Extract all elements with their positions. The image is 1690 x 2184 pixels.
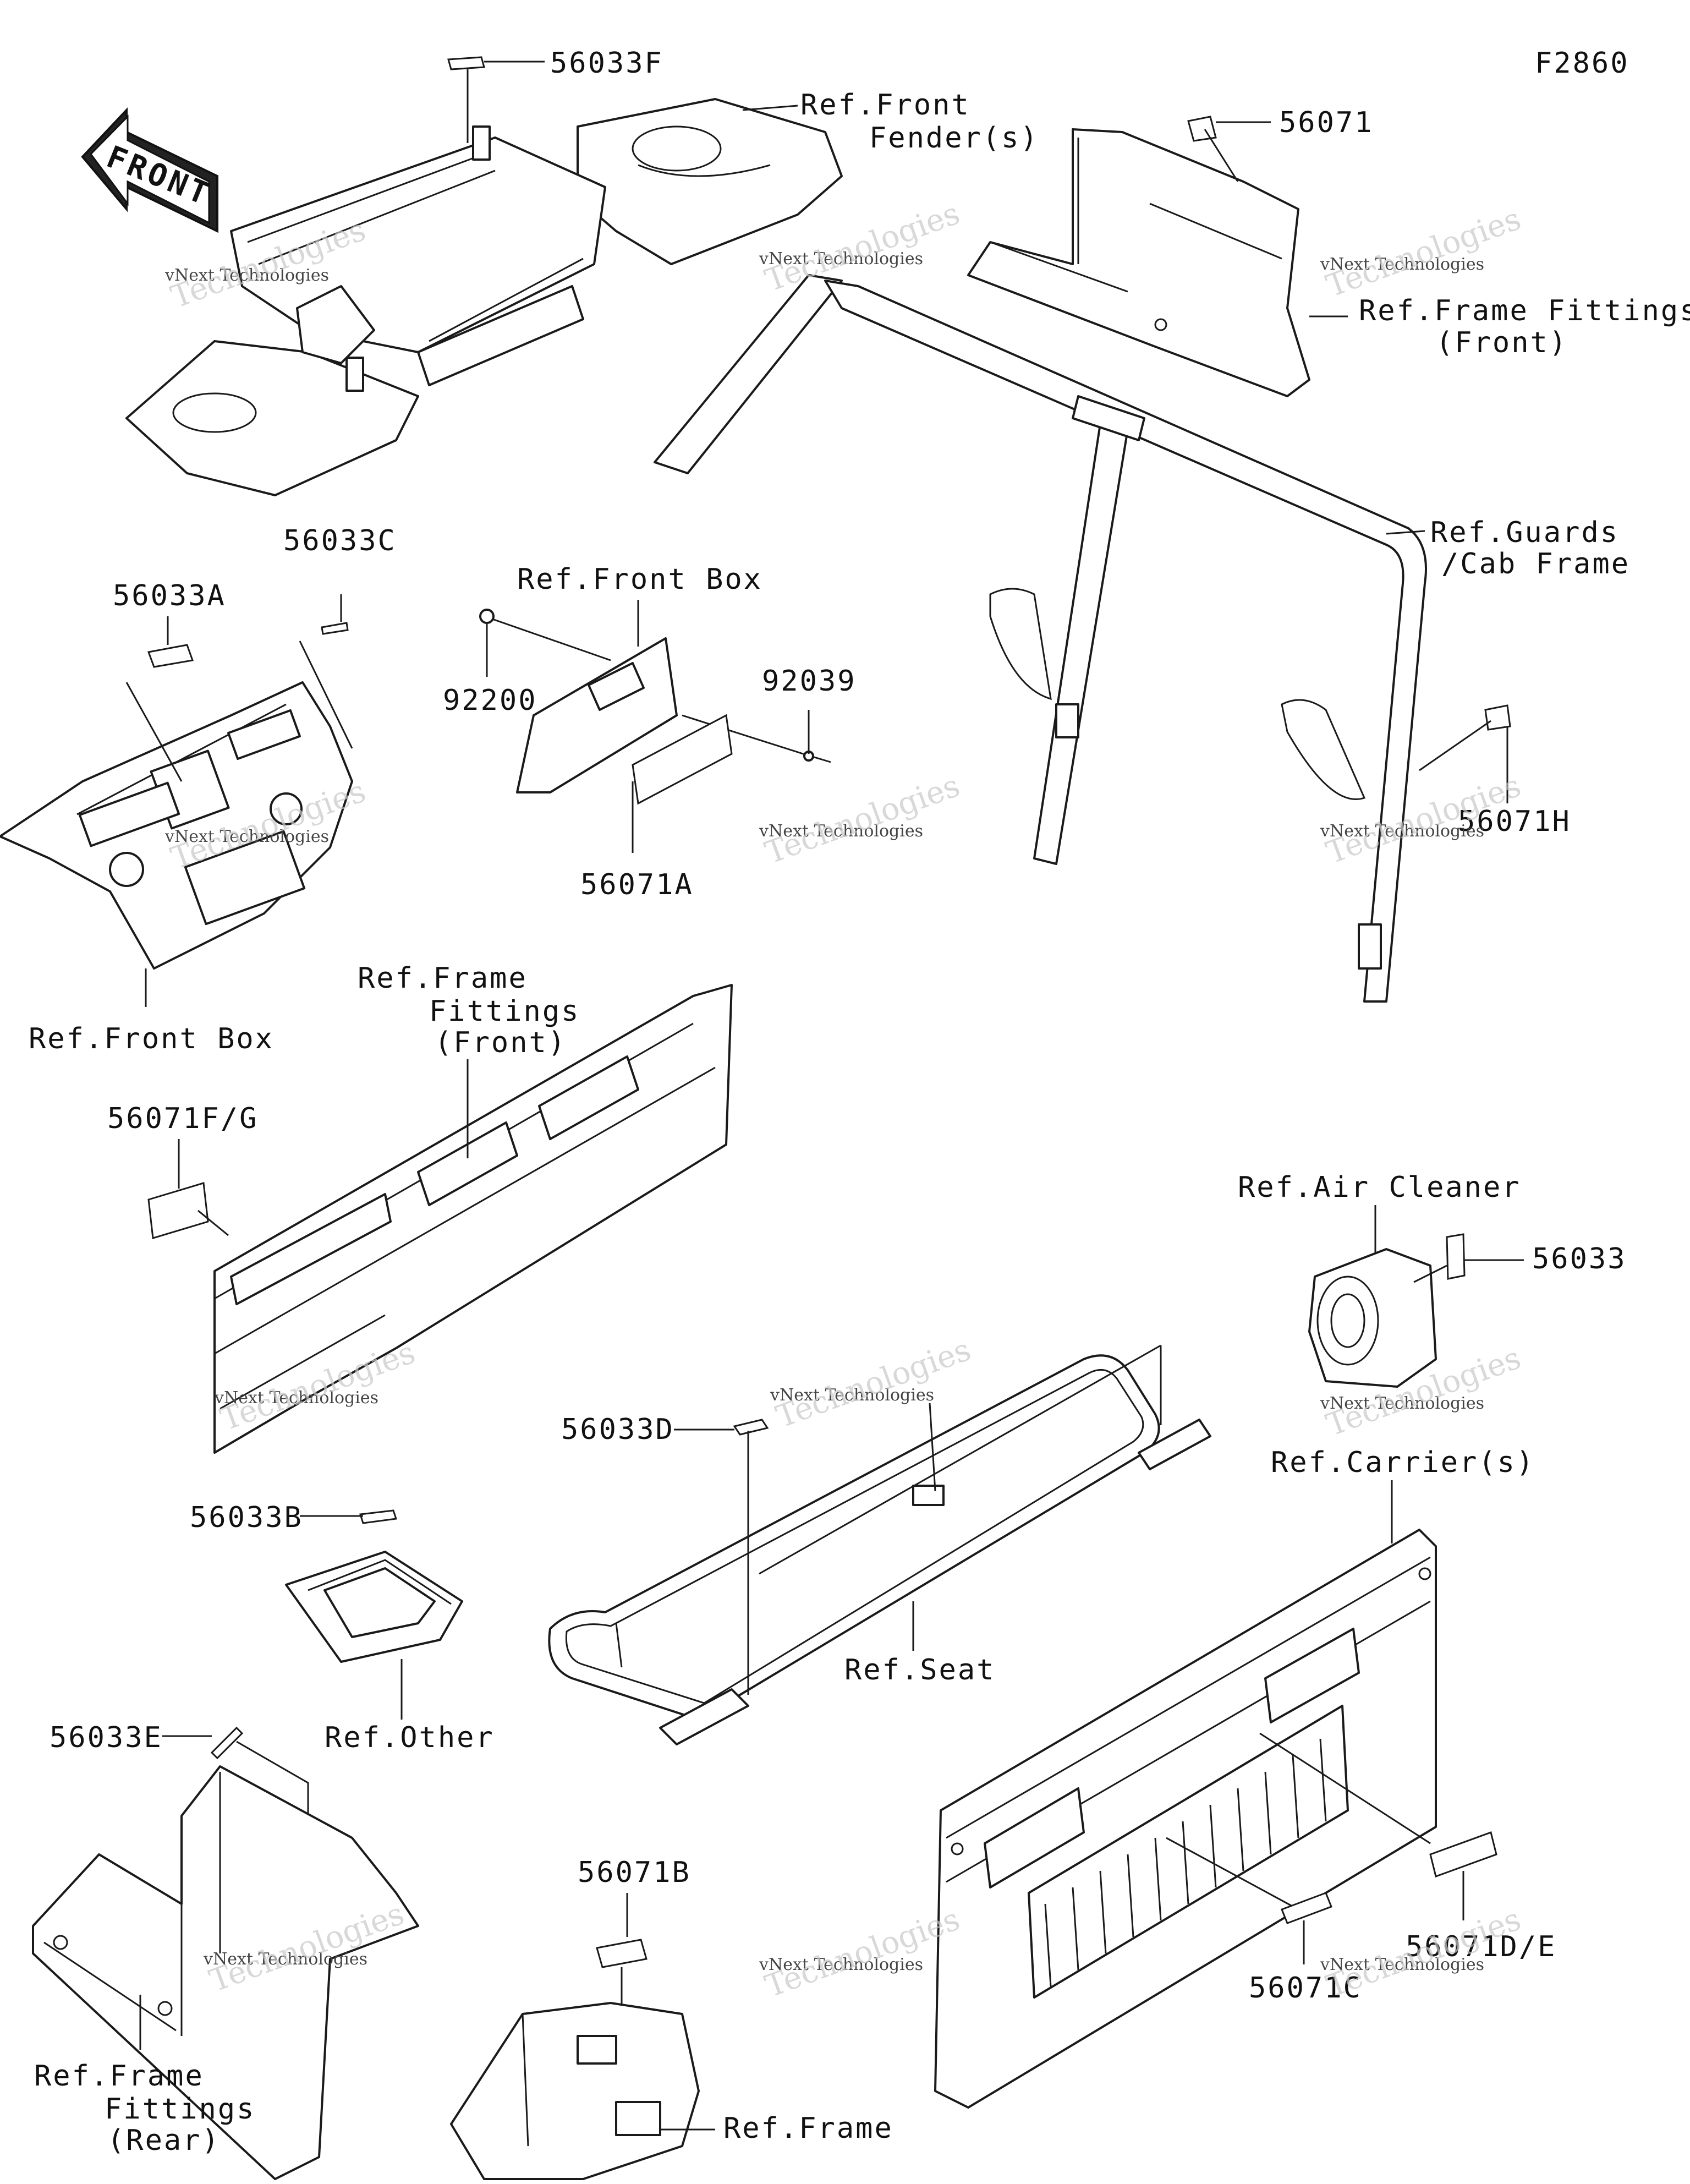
watermark-text: Technologies bbox=[772, 1332, 976, 1435]
label-ref-carriers: Ref.Carrier(s) bbox=[1271, 1446, 1535, 1479]
decal-56033 bbox=[1413, 1233, 1524, 1283]
frame-fittings-front-panel bbox=[213, 984, 733, 1454]
label-56071A: 56071A bbox=[580, 868, 694, 901]
decal-56033D bbox=[674, 1419, 769, 1695]
decal-56071 bbox=[1187, 116, 1271, 182]
label-56071H: 56071H bbox=[1458, 805, 1571, 838]
decal-56071DE bbox=[1429, 1831, 1497, 1920]
front-box-dashboard bbox=[0, 681, 353, 970]
label-56071FG: 56071F/G bbox=[107, 1102, 258, 1135]
watermark-text: vNext Technologies bbox=[1320, 255, 1484, 274]
label-56071DE: 56071D/E bbox=[1406, 1930, 1556, 1963]
label-ref-seat: Ref.Seat bbox=[844, 1654, 995, 1687]
watermark-text: Technologies bbox=[761, 768, 965, 871]
carrier-tailgate bbox=[934, 1529, 1437, 2109]
label-92200: 92200 bbox=[443, 684, 537, 717]
front-fender-assembly bbox=[125, 98, 843, 496]
other-cover bbox=[285, 1551, 463, 1663]
label-ref-frame-fittings-rear-line1: Ref.Frame bbox=[34, 2060, 204, 2093]
watermark-text: vNext Technologies bbox=[164, 827, 329, 846]
watermark-text: vNext Technologies bbox=[1320, 1955, 1484, 1974]
label-56033E: 56033E bbox=[50, 1721, 163, 1754]
watermark-text: Technologies bbox=[761, 1901, 965, 2005]
label-ref-other: Ref.Other bbox=[325, 1721, 495, 1754]
frame-fittings-rear bbox=[32, 1765, 419, 2180]
front-box-door bbox=[479, 609, 678, 793]
label-ref-frame-fittings-front-top-line2: (Front) bbox=[1436, 326, 1568, 359]
watermark-text: vNext Technologies bbox=[203, 1950, 367, 1969]
part-92039-pin bbox=[682, 710, 831, 763]
decal-56071A bbox=[632, 714, 733, 853]
watermark-text: vNext Technologies bbox=[1320, 1394, 1484, 1413]
label-ref-frame-fittings-rear-line2: Fittings bbox=[105, 2093, 255, 2126]
watermark-text: vNext Technologies bbox=[759, 1955, 923, 1974]
label-56071: 56071 bbox=[1279, 106, 1374, 139]
label-56033D: 56033D bbox=[561, 1413, 674, 1446]
label-56033A: 56033A bbox=[113, 579, 226, 612]
front-direction-arrow: FRONT bbox=[81, 107, 218, 233]
air-cleaner bbox=[1308, 1248, 1437, 1388]
label-ref-front-box-bottom: Ref.Front Box bbox=[29, 1022, 274, 1055]
watermark-text: vNext Technologies bbox=[770, 1386, 934, 1405]
frame-fittings-front-top bbox=[967, 128, 1310, 397]
watermark-text: vNext Technologies bbox=[759, 249, 923, 269]
decal-56071C bbox=[1281, 1892, 1332, 1964]
decal-56033C bbox=[299, 594, 353, 749]
decal-56071FG bbox=[147, 1139, 229, 1239]
label-ref-frame-fittings-mid-line3: (Front) bbox=[435, 1026, 567, 1059]
seat-frame bbox=[548, 1354, 1211, 1745]
label-ref-front-box-top: Ref.Front Box bbox=[517, 563, 762, 596]
label-ref-air-cleaner: Ref.Air Cleaner bbox=[1238, 1171, 1521, 1204]
label-56071C: 56071C bbox=[1249, 1972, 1362, 2005]
figure-code: F2860 bbox=[1535, 47, 1629, 80]
watermark-text: vNext Technologies bbox=[759, 822, 923, 841]
label-ref-front-fender-line1: Ref.Front bbox=[800, 89, 970, 122]
decal-56071H bbox=[1419, 704, 1511, 803]
decal-56033F bbox=[447, 56, 545, 143]
decal-56033B bbox=[300, 1509, 397, 1524]
decal-56033A bbox=[125, 616, 194, 782]
label-92039: 92039 bbox=[762, 665, 857, 698]
watermark-text: vNext Technologies bbox=[164, 266, 329, 285]
watermark-text: Technologies bbox=[1322, 201, 1526, 304]
cab-frame-guards bbox=[654, 274, 1427, 1003]
label-56033: 56033 bbox=[1532, 1242, 1627, 1276]
label-ref-frame-fittings-rear-line3: (Rear) bbox=[107, 2124, 221, 2157]
label-ref-frame: Ref.Frame bbox=[723, 2112, 893, 2145]
label-56033C: 56033C bbox=[283, 524, 397, 557]
label-ref-guards-line2: /Cab Frame bbox=[1441, 548, 1630, 581]
watermark-text: vNext Technologies bbox=[214, 1388, 378, 1408]
watermark-text: vNext Technologies bbox=[1320, 822, 1484, 841]
label-56033B: 56033B bbox=[190, 1501, 303, 1534]
label-56071B: 56071B bbox=[578, 1856, 691, 1889]
label-56033F: 56033F bbox=[550, 47, 663, 80]
label-ref-frame-fittings-front-top-line1: Ref.Frame Fittings bbox=[1359, 294, 1690, 327]
label-ref-frame-fittings-mid-line1: Ref.Frame bbox=[358, 962, 528, 995]
label-ref-front-fender-line2: Fender(s) bbox=[869, 122, 1039, 155]
label-ref-guards-line1: Ref.Guards bbox=[1430, 516, 1619, 549]
label-ref-frame-fittings-mid-line2: Fittings bbox=[429, 995, 580, 1028]
frame-rear-hitch bbox=[450, 2002, 700, 2180]
